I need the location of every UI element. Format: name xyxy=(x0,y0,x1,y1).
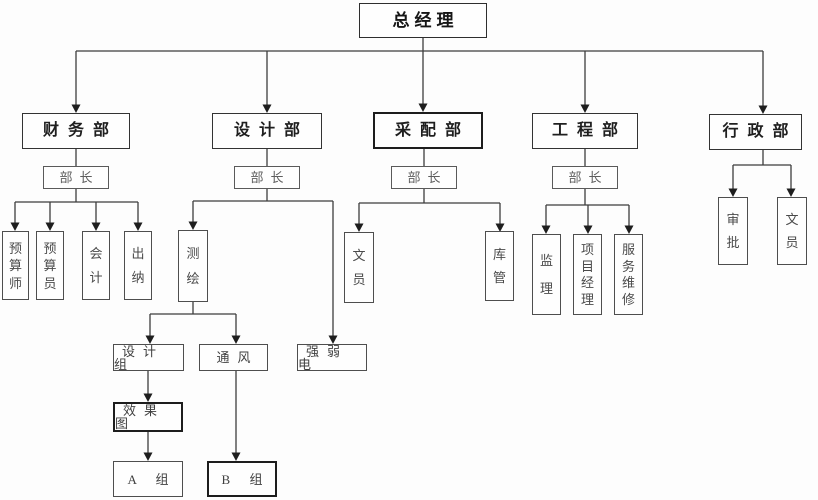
node-engineering-dept: 工程部 xyxy=(532,113,638,149)
node-accountant: 会计 xyxy=(82,231,110,300)
node-warehouse-keeper: 库管 xyxy=(485,231,514,301)
node-procurement-clerk: 文员 xyxy=(344,232,374,303)
node-general-manager: 总经理 xyxy=(359,3,487,38)
node-ventilation: 通风 xyxy=(199,344,268,371)
node-supervision: 监理 xyxy=(532,234,561,315)
node-group-a: A 组 xyxy=(113,461,183,497)
node-finance-head: 部长 xyxy=(43,166,109,189)
node-budget-clerk: 预算员 xyxy=(36,231,64,300)
node-procurement-head: 部长 xyxy=(391,166,457,189)
node-procurement-dept: 采配部 xyxy=(373,112,483,149)
node-effect-drawing: 效果图 xyxy=(113,402,183,432)
node-finance-dept: 财务部 xyxy=(22,113,130,149)
node-admin-dept: 行政部 xyxy=(709,114,802,150)
node-budget-engineer: 预算师 xyxy=(2,231,29,300)
node-approval: 审批 xyxy=(718,197,748,265)
node-engineering-head: 部长 xyxy=(552,166,618,189)
node-design-head: 部长 xyxy=(234,166,300,189)
node-cashier: 出纳 xyxy=(124,231,152,300)
node-admin-clerk: 文员 xyxy=(777,197,807,265)
node-service-maintenance: 服务维修 xyxy=(614,234,643,315)
node-project-manager: 项目经理 xyxy=(573,234,602,315)
node-design-dept: 设计部 xyxy=(212,113,322,149)
node-surveying: 测绘 xyxy=(178,230,208,302)
node-group-b: B 组 xyxy=(207,461,277,497)
node-design-group: 设计组 xyxy=(113,344,184,371)
node-strong-weak-electric: 强弱电 xyxy=(297,344,367,371)
